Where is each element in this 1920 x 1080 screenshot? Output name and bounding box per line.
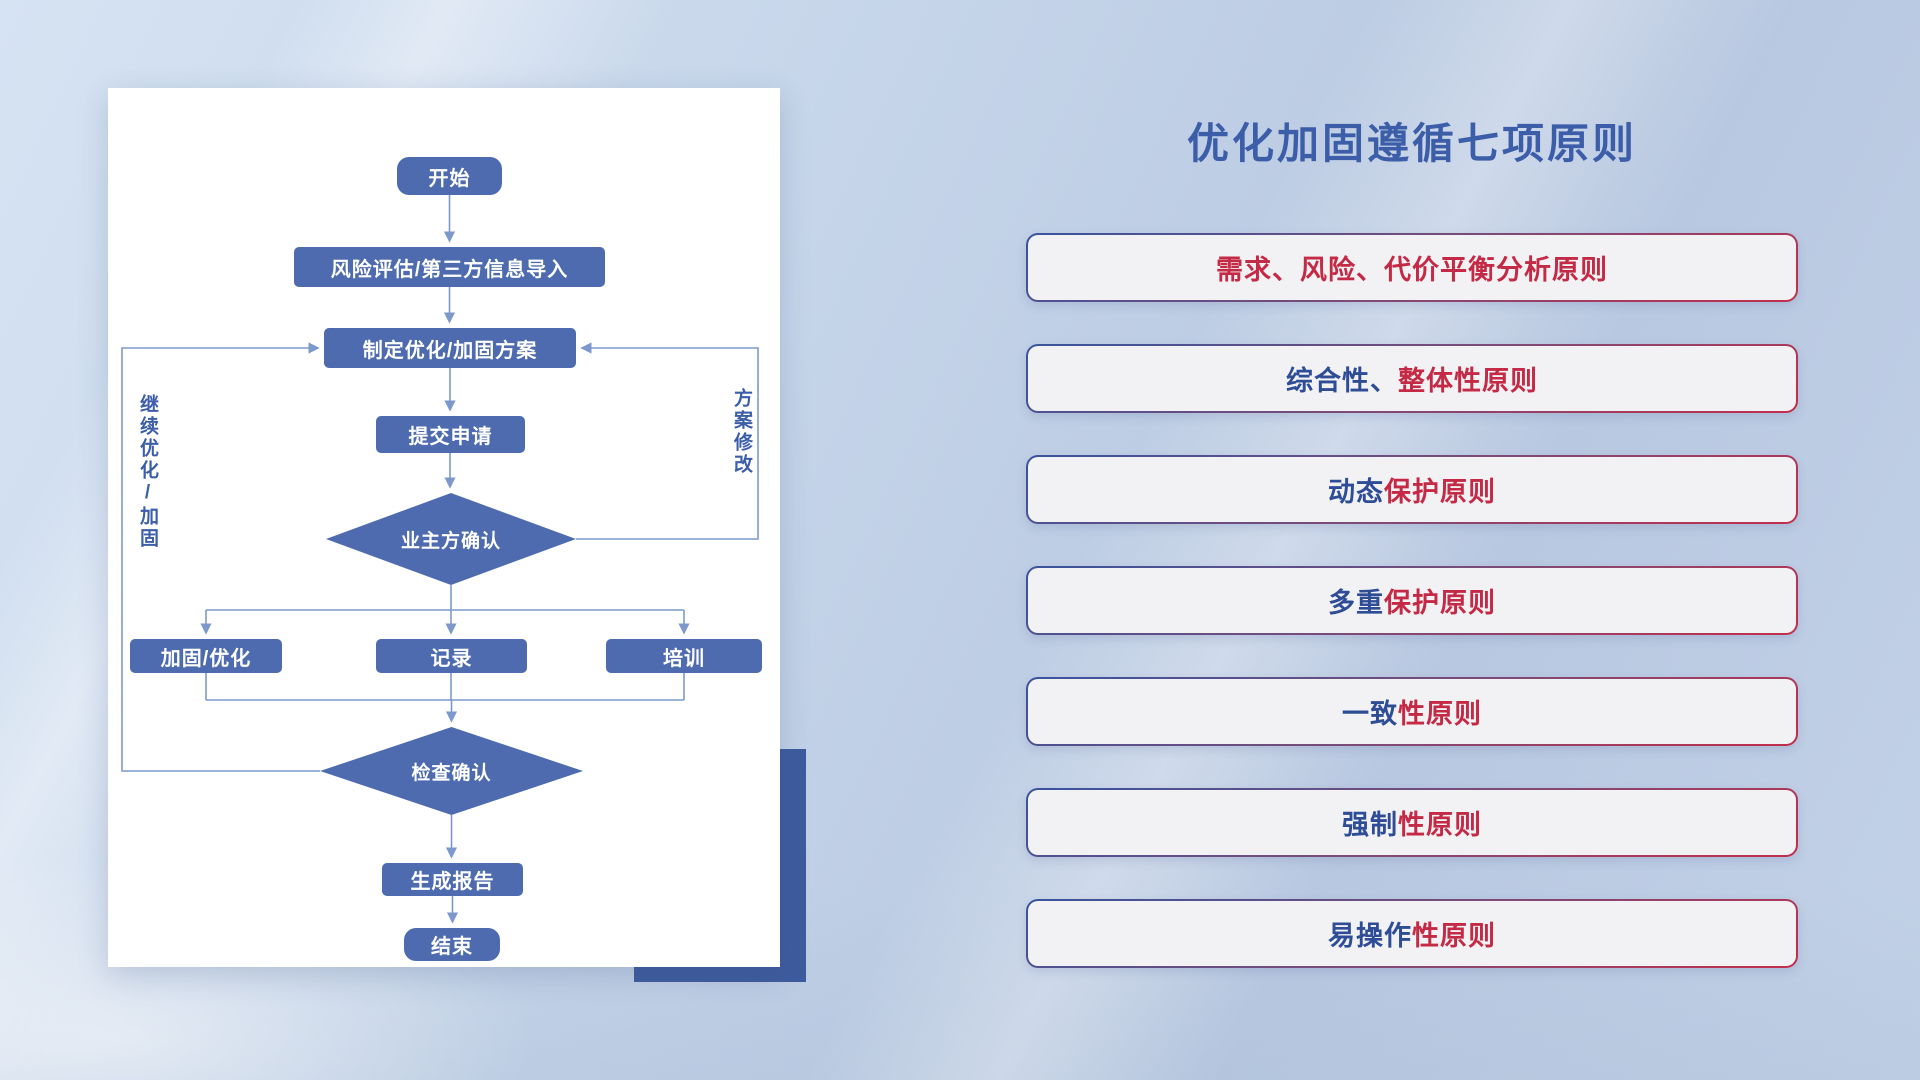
principle-pill-7: 易操作性原则 bbox=[1026, 899, 1798, 968]
principle-pill-4: 多重保护原则 bbox=[1026, 566, 1798, 635]
principle-4-text-blue: 多重 bbox=[1328, 588, 1384, 618]
flow-node-report: 生成报告 bbox=[382, 863, 523, 896]
flow-label-continue-loop: 继续优化/加固 bbox=[137, 394, 158, 550]
principle-pill-3: 动态保护原则 bbox=[1026, 455, 1798, 524]
flow-decision-check-confirm-label: 检查确认 bbox=[411, 762, 492, 784]
principle-7-text-blue: 易操作 bbox=[1328, 921, 1412, 951]
principle-3-text-red: 保护原则 bbox=[1384, 477, 1496, 507]
flow-node-submit: 提交申请 bbox=[376, 416, 525, 453]
principle-1-text-red: 需求、风险、代价平衡分析原则 bbox=[1216, 255, 1608, 285]
principle-5-text-red: 性原则 bbox=[1398, 699, 1482, 729]
principle-3-text-blue: 动态 bbox=[1328, 477, 1384, 507]
principle-pill-6: 强制性原则 bbox=[1026, 788, 1798, 857]
principle-pill-2: 综合性、整体性原则 bbox=[1026, 344, 1798, 413]
principles-panel: 优化加固遵循七项原则 需求、风险、代价平衡分析原则 综合性、整体性原则 动态保护… bbox=[1026, 110, 1798, 968]
flow-decision-owner-confirm-label: 业主方确认 bbox=[400, 530, 501, 552]
flow-node-record: 记录 bbox=[376, 639, 527, 673]
principle-2-text-red: 整体性原则 bbox=[1398, 366, 1538, 396]
principles-list: 需求、风险、代价平衡分析原则 综合性、整体性原则 动态保护原则 多重保护原则 一… bbox=[1026, 233, 1798, 968]
principle-4-text-red: 保护原则 bbox=[1384, 588, 1496, 618]
principle-6-text-red: 性原则 bbox=[1398, 810, 1482, 840]
flow-node-make-plan: 制定优化/加固方案 bbox=[324, 328, 576, 368]
principle-6-text-blue: 强制 bbox=[1342, 810, 1398, 840]
principle-pill-1: 需求、风险、代价平衡分析原则 bbox=[1026, 233, 1798, 302]
principle-7-text-red: 性原则 bbox=[1412, 921, 1496, 951]
flow-node-train: 培训 bbox=[606, 639, 762, 673]
principle-5-text-blue: 一致 bbox=[1342, 699, 1398, 729]
flowchart-card: 开始 风险评估/第三方信息导入 制定优化/加固方案 提交申请 业主方确认 加固/… bbox=[108, 88, 780, 967]
principle-pill-5: 一致性原则 bbox=[1026, 677, 1798, 746]
principle-2-text-blue: 综合性、 bbox=[1286, 366, 1398, 396]
flow-label-plan-revise: 方案修改 bbox=[731, 388, 752, 476]
flow-node-end: 结束 bbox=[404, 928, 500, 961]
flow-connectors bbox=[121, 195, 759, 924]
panel-title: 优化加固遵循七项原则 bbox=[1186, 120, 1637, 167]
flow-node-harden: 加固/优化 bbox=[130, 639, 282, 673]
flow-node-start: 开始 bbox=[397, 157, 502, 195]
flow-node-risk-import: 风险评估/第三方信息导入 bbox=[294, 247, 605, 287]
